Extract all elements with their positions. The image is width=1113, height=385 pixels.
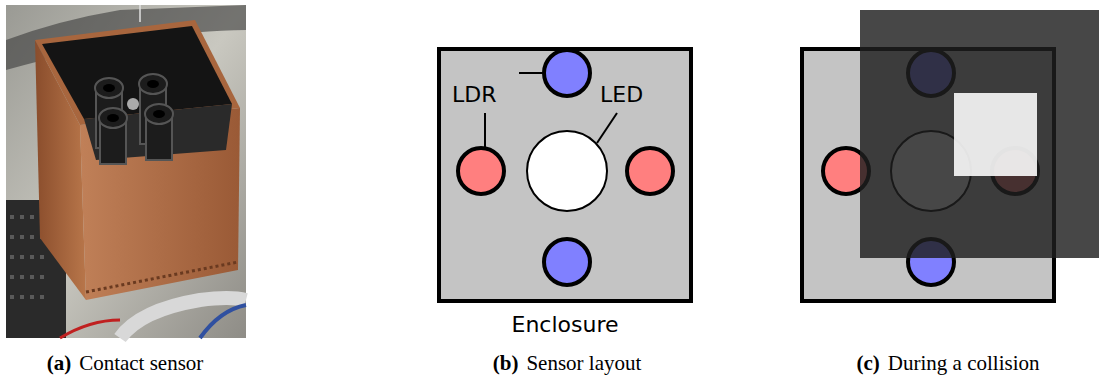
panel-caption: Sensor layout <box>526 351 641 375</box>
panel-caption: Contact sensor <box>79 351 203 375</box>
panel-caption: During a collision <box>888 351 1040 375</box>
sub-caption: (a) Contact sensor <box>47 350 204 376</box>
enclosure-label: Enclosure <box>511 312 618 338</box>
sensor-photo <box>6 5 246 338</box>
colliding-object <box>860 10 1099 258</box>
panel-letter: (b) <box>493 351 519 375</box>
part-label: LDR <box>452 82 496 108</box>
leader-line <box>484 113 486 147</box>
sub-caption: (b) Sensor layout <box>493 350 642 376</box>
leader-line <box>519 72 543 74</box>
collision-layout <box>802 10 1099 301</box>
enclosure-box: EnclosureLDRLED <box>437 47 693 303</box>
sub-caption: (c) During a collision <box>857 350 1040 376</box>
light-patch <box>954 93 1037 176</box>
panel-letter: (a) <box>47 351 72 375</box>
leader-line <box>597 113 617 143</box>
panel-letter: (c) <box>857 351 880 375</box>
part-label: LED <box>600 82 643 108</box>
